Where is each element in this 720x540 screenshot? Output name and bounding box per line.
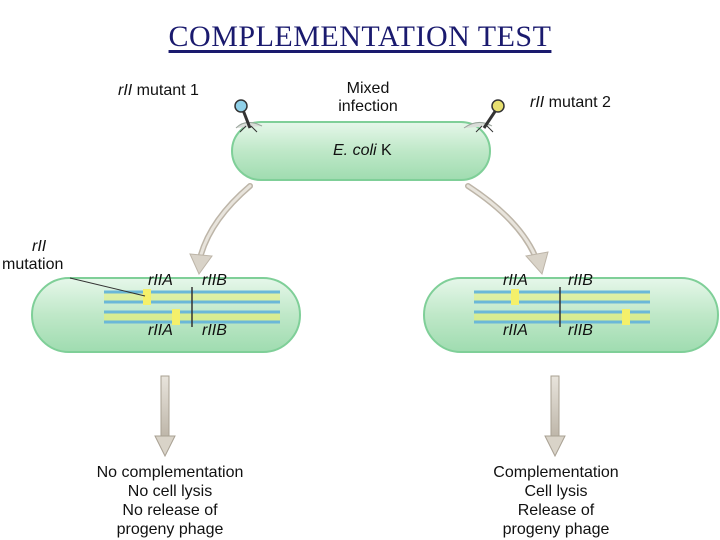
page-title: COMPLEMENTATION TEST [168,20,552,53]
arrow-down-right [544,375,566,458]
left-phage-chromosomes [104,287,280,327]
arrow-to-right-cell [465,183,549,276]
right-phage-chromosomes [474,287,650,327]
phage-2-icon [463,99,505,133]
right-gene-a-top: rIIA [503,272,528,289]
phage-1-icon [234,99,263,133]
right-gene-b-top: rIIB [568,272,593,289]
arrow-down-left [154,375,176,458]
right-gene-a-bottom: rIIA [503,322,528,339]
mutation-pointer [69,277,146,297]
left-gene-a-top: rIIA [148,272,173,289]
left-gene-b-top: rIIB [202,272,227,289]
left-gene-a-bottom: rIIA [148,322,173,339]
phage-2-label: rII mutant 2 [530,94,611,111]
arrow-to-left-cell [189,183,253,275]
host-cell-label: E. coli K [333,142,392,159]
right-gene-b-bottom: rIIB [568,322,593,339]
phage-1-label: rII mutant 1 [118,82,199,99]
ecoli-host-cell [231,121,491,181]
left-gene-b-bottom: rIIB [202,322,227,339]
